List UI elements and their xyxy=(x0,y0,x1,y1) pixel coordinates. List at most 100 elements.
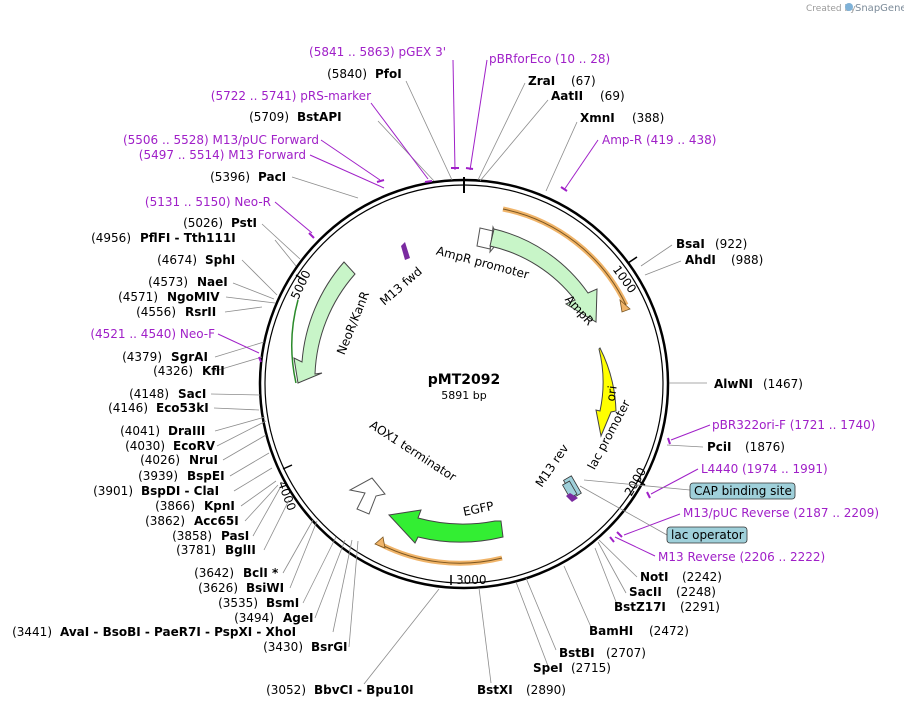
enzyme-name-sacii: SacII xyxy=(629,585,662,599)
enzyme-pos-bstbi: (2707) xyxy=(606,646,646,660)
connector-bstbi xyxy=(525,577,557,651)
primer-tick-pbr322ori-f xyxy=(667,437,671,445)
enzyme-name-aatii: AatII xyxy=(551,89,583,103)
enzyme-name-bstz17i: BstZ17I xyxy=(614,600,666,614)
connector-bsrgi xyxy=(348,540,359,648)
snapgene-logo-icon xyxy=(845,3,853,11)
enzyme-pos-sphi: (4674) xyxy=(157,253,197,267)
boxed-labels: CAP binding site lac operator xyxy=(579,479,796,544)
orf-arc-bottom-head xyxy=(374,536,386,549)
m13-fwd-mark xyxy=(401,242,410,260)
connector-pflfi xyxy=(274,239,297,267)
enzyme-pos-bcli: (3642) xyxy=(194,566,234,580)
connector-cap-binding-site xyxy=(583,479,691,491)
enzyme-pos-paci: (5396) xyxy=(210,170,250,184)
tick-mark-4000 xyxy=(282,464,293,470)
features xyxy=(291,225,617,544)
enzyme-name-bglii: BglII xyxy=(225,543,256,557)
enzyme-name-pfoi: PfoI xyxy=(375,67,402,81)
orf-arc-top-head xyxy=(619,298,631,313)
backbone xyxy=(258,177,670,590)
egfp-arrow xyxy=(387,509,504,544)
enzyme-pos-clai: (3901) xyxy=(93,484,133,498)
primer-label-amp-r: Amp-R (419 .. 438) xyxy=(602,133,716,147)
enzyme-name-bsmi: BsmI xyxy=(266,596,299,610)
enzyme-connectors xyxy=(210,80,707,685)
enzyme-pos-pcii: (1876) xyxy=(745,440,785,454)
primer-label-neo-f: (4521 .. 4540) Neo-F xyxy=(90,327,215,341)
enzyme-pos-saci: (4148) xyxy=(129,387,169,401)
connector-pbr322ori-f xyxy=(670,424,711,441)
connector-ecorv xyxy=(216,420,267,447)
primer-labels: (5841 .. 5863) pGEX 3' pBRforEco (10 .. … xyxy=(90,45,879,564)
enzyme-pos-bspei: (3939) xyxy=(138,469,178,483)
connector-bsiwi xyxy=(289,520,318,589)
connector-bstapi xyxy=(377,120,435,182)
enzyme-pos-pflfi: (4956) xyxy=(91,231,131,245)
connector-bsmi xyxy=(302,536,337,604)
enzyme-name-draiii: DraIII xyxy=(168,424,205,438)
enzyme-name-bamhi: BamHI xyxy=(589,624,633,638)
enzyme-name-agei: AgeI xyxy=(283,611,313,625)
primer-label-pbr322ori-f: pBR322ori-F (1721 .. 1740) xyxy=(712,418,875,432)
connector-bcli xyxy=(282,519,314,574)
connector-rsrii xyxy=(224,306,263,313)
connector-sphi xyxy=(241,259,278,296)
enzyme-pos-bsrgi: (3430) xyxy=(263,640,303,654)
enzyme-name-bstapi: BstAPI xyxy=(297,110,342,124)
enzyme-name-pcii: PciI xyxy=(707,440,732,454)
primer-tick-m13-reverse xyxy=(609,536,615,543)
enzyme-name-paci: PacI xyxy=(258,170,286,184)
enzyme-pos-bsai: (922) xyxy=(715,237,747,251)
credit-prefix: Created by xyxy=(806,4,856,14)
enzyme-pos-bglii: (3781) xyxy=(176,543,216,557)
enzyme-labels: (5840) PfoI ZraI (67) AatII (69) XmnI (3… xyxy=(12,67,803,697)
cap-binding-site-box xyxy=(689,482,796,500)
connector-paci xyxy=(291,176,359,199)
enzyme-pos-sacii: (2248) xyxy=(676,585,716,599)
enzyme-name-kpni: KpnI xyxy=(204,499,235,513)
enzyme-name-bbvci: BbvCI - Bpu10I xyxy=(314,683,414,697)
enzyme-pos-kpni: (3866) xyxy=(155,499,195,513)
primer-tick-prs-marker xyxy=(424,180,433,183)
enzyme-pos-ahdi: (988) xyxy=(731,253,763,267)
enzyme-name-ecorv: EcoRV xyxy=(173,439,216,453)
primer-label-l4440: L4440 (1974 .. 1991) xyxy=(701,462,828,476)
primer-tick-m13-puc-reverse xyxy=(616,531,623,538)
enzyme-pos-bstxi: (2890) xyxy=(526,683,566,697)
enzyme-pos-draiii: (4041) xyxy=(120,424,160,438)
tick-mark-2000 xyxy=(636,479,646,486)
enzyme-name-acc65i: Acc65I xyxy=(194,514,239,528)
enzyme-pos-xhoi: (3441) xyxy=(12,625,52,639)
plasmid-size: 5891 bp xyxy=(441,389,486,402)
lac-operator-label: lac operator xyxy=(671,528,744,542)
connector-prs-marker xyxy=(370,102,429,180)
connector-bglii xyxy=(263,499,290,551)
enzyme-pos-noti: (2242) xyxy=(682,570,722,584)
enzyme-name-bsiwi: BsiWI xyxy=(246,581,284,595)
enzyme-name-xmni: XmnI xyxy=(580,111,615,125)
connector-agei xyxy=(314,539,346,619)
tick-label-1000: 1000 xyxy=(610,263,639,296)
primer-label-prs-marker: (5722 .. 5741) pRS-marker xyxy=(211,89,371,103)
enzyme-pos-acc65i: (3862) xyxy=(145,514,185,528)
enzyme-pos-pasi: (3858) xyxy=(172,529,212,543)
enzyme-name-bstbi: BstBI xyxy=(559,646,595,660)
connector-lac-operator xyxy=(579,485,668,536)
orf-arcs xyxy=(374,206,631,566)
orf-arc-bottom-line xyxy=(377,542,503,564)
connector-pfoi xyxy=(405,80,453,181)
enzyme-name-spei: SpeI xyxy=(533,661,563,675)
connector-acc65i xyxy=(244,484,279,522)
connector-m13-forward xyxy=(309,154,385,189)
primer-ticks xyxy=(258,167,671,543)
connector-pbrforeco xyxy=(469,59,488,171)
enzyme-name-pflfi: PflFI - Tth111I xyxy=(140,231,236,245)
connector-neo-f xyxy=(217,333,260,354)
connector-zrai xyxy=(477,82,526,181)
connector-l4440 xyxy=(650,468,699,495)
connector-pasi xyxy=(252,487,281,537)
connector-ngomiv xyxy=(225,296,276,304)
feature-label-egfp: EGFP xyxy=(462,499,495,519)
enzyme-pos-ecorv: (4030) xyxy=(125,439,165,453)
